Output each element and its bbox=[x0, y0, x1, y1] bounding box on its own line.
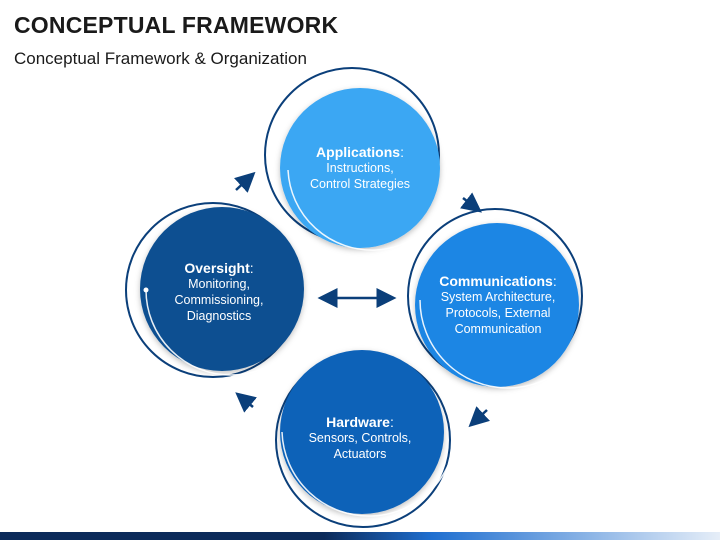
node-oversight-line: Monitoring, bbox=[188, 277, 250, 291]
node-oversight: Oversight: Monitoring, Commissioning, Di… bbox=[174, 260, 264, 323]
node-applications-line: Instructions, bbox=[326, 161, 394, 175]
node-oversight-line: Commissioning, bbox=[174, 293, 264, 307]
node-oversight-heading: Oversight bbox=[184, 260, 250, 276]
node-oversight-graphic bbox=[125, 202, 319, 378]
node-communications-line: Protocols, External bbox=[445, 306, 551, 320]
node-communications-heading: Communications bbox=[439, 273, 553, 289]
node-applications-heading: Applications bbox=[316, 144, 401, 160]
node-communications-line: System Architecture, bbox=[440, 290, 556, 304]
cycle-arrow-icon bbox=[234, 171, 256, 193]
node-communications-line: Communication bbox=[454, 322, 542, 336]
node-communications-graphic bbox=[407, 208, 599, 389]
page-subtitle: Conceptual Framework & Organization bbox=[14, 49, 307, 68]
node-applications-graphic bbox=[264, 67, 459, 251]
node-hardware-line: Actuators bbox=[333, 447, 387, 461]
node-applications-line: Control Strategies bbox=[309, 177, 411, 191]
node-hardware: Hardware: Sensors, Controls, Actuators bbox=[308, 414, 412, 461]
cycle-arrow-icon bbox=[459, 192, 482, 213]
node-hardware-graphic bbox=[275, 350, 459, 528]
node-communications: Communications: System Architecture, Pro… bbox=[439, 273, 557, 336]
node-oversight-line: Diagnostics bbox=[186, 309, 252, 323]
footer-gradient-bar bbox=[0, 532, 720, 540]
cycle-arrow-icon bbox=[235, 392, 258, 413]
cycle-arrow-icon bbox=[468, 406, 490, 428]
node-hardware-heading: Hardware bbox=[326, 414, 390, 430]
node-hardware-line: Sensors, Controls, bbox=[308, 431, 412, 445]
node-applications: Applications: Instructions, Control Stra… bbox=[309, 144, 411, 191]
page-title: CONCEPTUAL FRAMEWORK bbox=[14, 12, 339, 38]
